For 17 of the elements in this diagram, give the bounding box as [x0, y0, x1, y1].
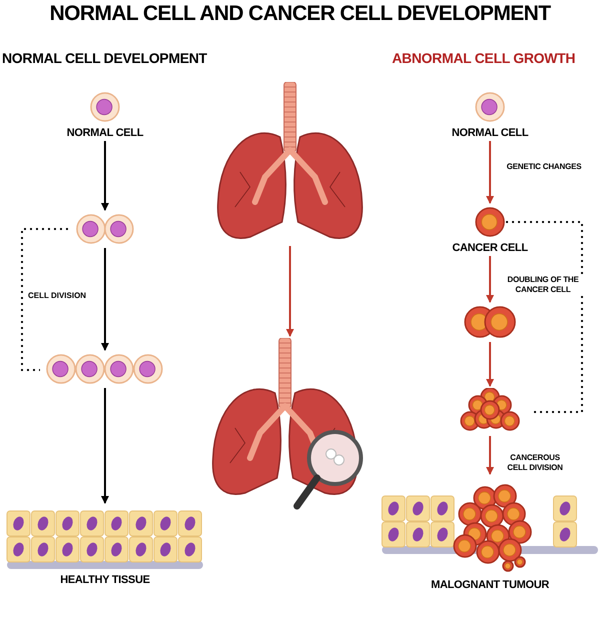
- arrow: [486, 436, 494, 475]
- section-heading: ABNORMAL CELL GROWTH: [392, 50, 576, 66]
- bracket-label: CELL DIVISION: [28, 291, 86, 300]
- section-heading: NORMAL CELL DEVELOPMENT: [2, 50, 207, 66]
- node-caption: HEALTHY TISSUE: [60, 574, 150, 586]
- node-caption: NORMAL CELL: [66, 127, 144, 139]
- node-caption: MALOGNANT TUMOUR: [430, 579, 549, 591]
- node-caption: CANCER CELL: [452, 242, 528, 254]
- arrow: [286, 246, 294, 337]
- edge-label: GENETIC CHANGES: [504, 162, 584, 172]
- arrow: [101, 141, 109, 211]
- arrow: [486, 256, 494, 303]
- title: NORMAL CELL AND CANCER CELL DEVELOPMENT: [48, 2, 552, 26]
- arrow: [486, 141, 494, 204]
- node-caption: NORMAL CELL: [452, 127, 528, 139]
- arrow: [101, 388, 109, 504]
- arrow: [486, 342, 494, 387]
